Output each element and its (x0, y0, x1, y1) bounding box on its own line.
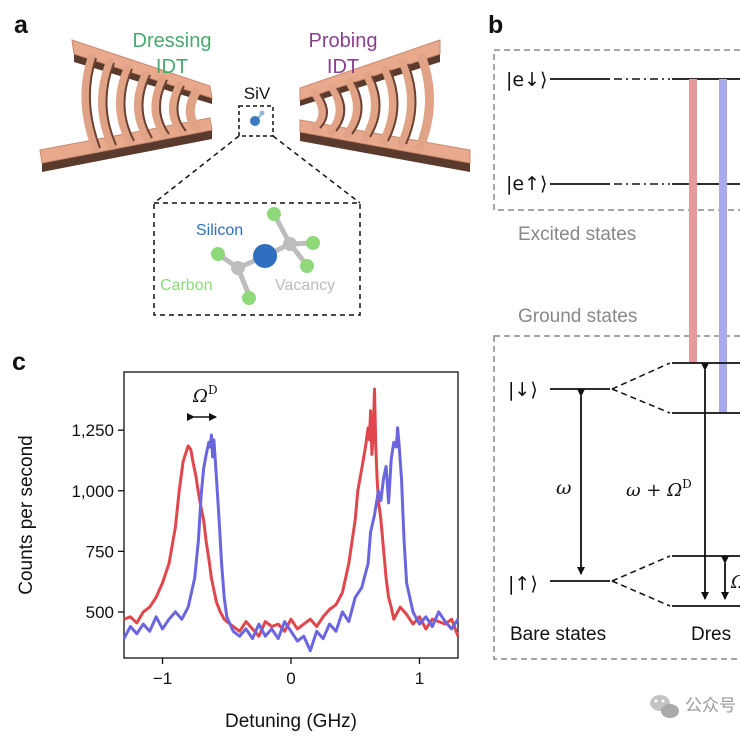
x-tick-label: 0 (286, 669, 295, 688)
x-tick-label: 1 (415, 669, 424, 688)
omega-d-small-label: Ω (730, 572, 740, 593)
y-axis-label: Counts per second (16, 435, 37, 595)
ground-states-label: Ground states (518, 306, 637, 327)
vacancy-label: Vacancy (275, 277, 335, 294)
omega-plus-sup: D (682, 477, 692, 491)
panel-c-letter: c (12, 348, 26, 376)
ground-split-up-upper (611, 555, 671, 582)
ground-state-down-label: |↓⟩ (508, 379, 538, 401)
blue-transition-beam (719, 79, 727, 413)
bare-states-label: Bare states (510, 624, 606, 645)
omega-d-annotation-text: Ω (192, 386, 208, 407)
dressing-idt (39, 39, 213, 172)
series-line-1 (123, 387, 460, 638)
ground-split-up-lower (611, 580, 671, 607)
ground-state-up-label: |↑⟩ (508, 573, 538, 595)
excited-states-box (493, 49, 740, 211)
dressed-states-label: Dres (691, 624, 731, 645)
probing-label-line2: IDT (327, 56, 359, 78)
siv-label: SiV (244, 84, 271, 103)
omega-plus-label: ω + ΩD (626, 477, 692, 501)
red-transition-beam (689, 79, 697, 363)
excited-state-up-label: |e↑⟩ (506, 173, 547, 195)
detuning-chart: −1 0 1 500 750 1,000 1,250 Detuning (GHz) Coun… (16, 371, 460, 732)
y-tick-label: 750 (86, 542, 114, 561)
probing-idt (299, 39, 471, 172)
ground-split-down-lower (611, 388, 671, 414)
zoom-line-left (153, 135, 240, 204)
chart-series-group (122, 387, 460, 653)
omega-plus-text: ω + Ω (626, 480, 682, 501)
watermark-text: 公众号 (685, 696, 736, 716)
ground-states-box (493, 335, 740, 660)
dressing-label-line1: Dressing (133, 30, 212, 52)
siv-zoom-box (153, 202, 361, 316)
dressing-label-line2: IDT (156, 56, 188, 78)
wechat-icon (650, 695, 679, 718)
ground-split-down-upper (611, 362, 671, 390)
x-tick-label: −1 (153, 669, 172, 688)
y-tick-label: 500 (86, 603, 114, 622)
zoom-line-right (272, 135, 361, 204)
omega-d-annotation-sup: D (208, 383, 218, 397)
omega-label: ω (556, 477, 572, 499)
omega-d-annotation: ΩD (192, 383, 218, 407)
excited-state-down-label: |e↓⟩ (506, 69, 547, 91)
panel-b-letter: b (488, 11, 503, 39)
siv-box (238, 105, 274, 137)
series-line-2 (122, 426, 460, 653)
x-axis-label: Detuning (GHz) (225, 711, 357, 732)
siv-small-icon (250, 110, 265, 126)
silicon-label: Silicon (196, 222, 243, 239)
chart-ticks-group: −1 0 1 500 750 1,000 1,250 (71, 421, 424, 688)
panel-a-letter: a (14, 11, 29, 39)
y-tick-label: 1,250 (71, 421, 114, 440)
probing-label-line1: Probing (309, 30, 378, 52)
watermark: 公众号 (650, 695, 736, 718)
y-tick-label: 1,000 (71, 482, 114, 501)
carbon-label: Carbon (160, 277, 212, 294)
excited-states-label: Excited states (518, 224, 636, 245)
siv-molecule (211, 207, 320, 305)
